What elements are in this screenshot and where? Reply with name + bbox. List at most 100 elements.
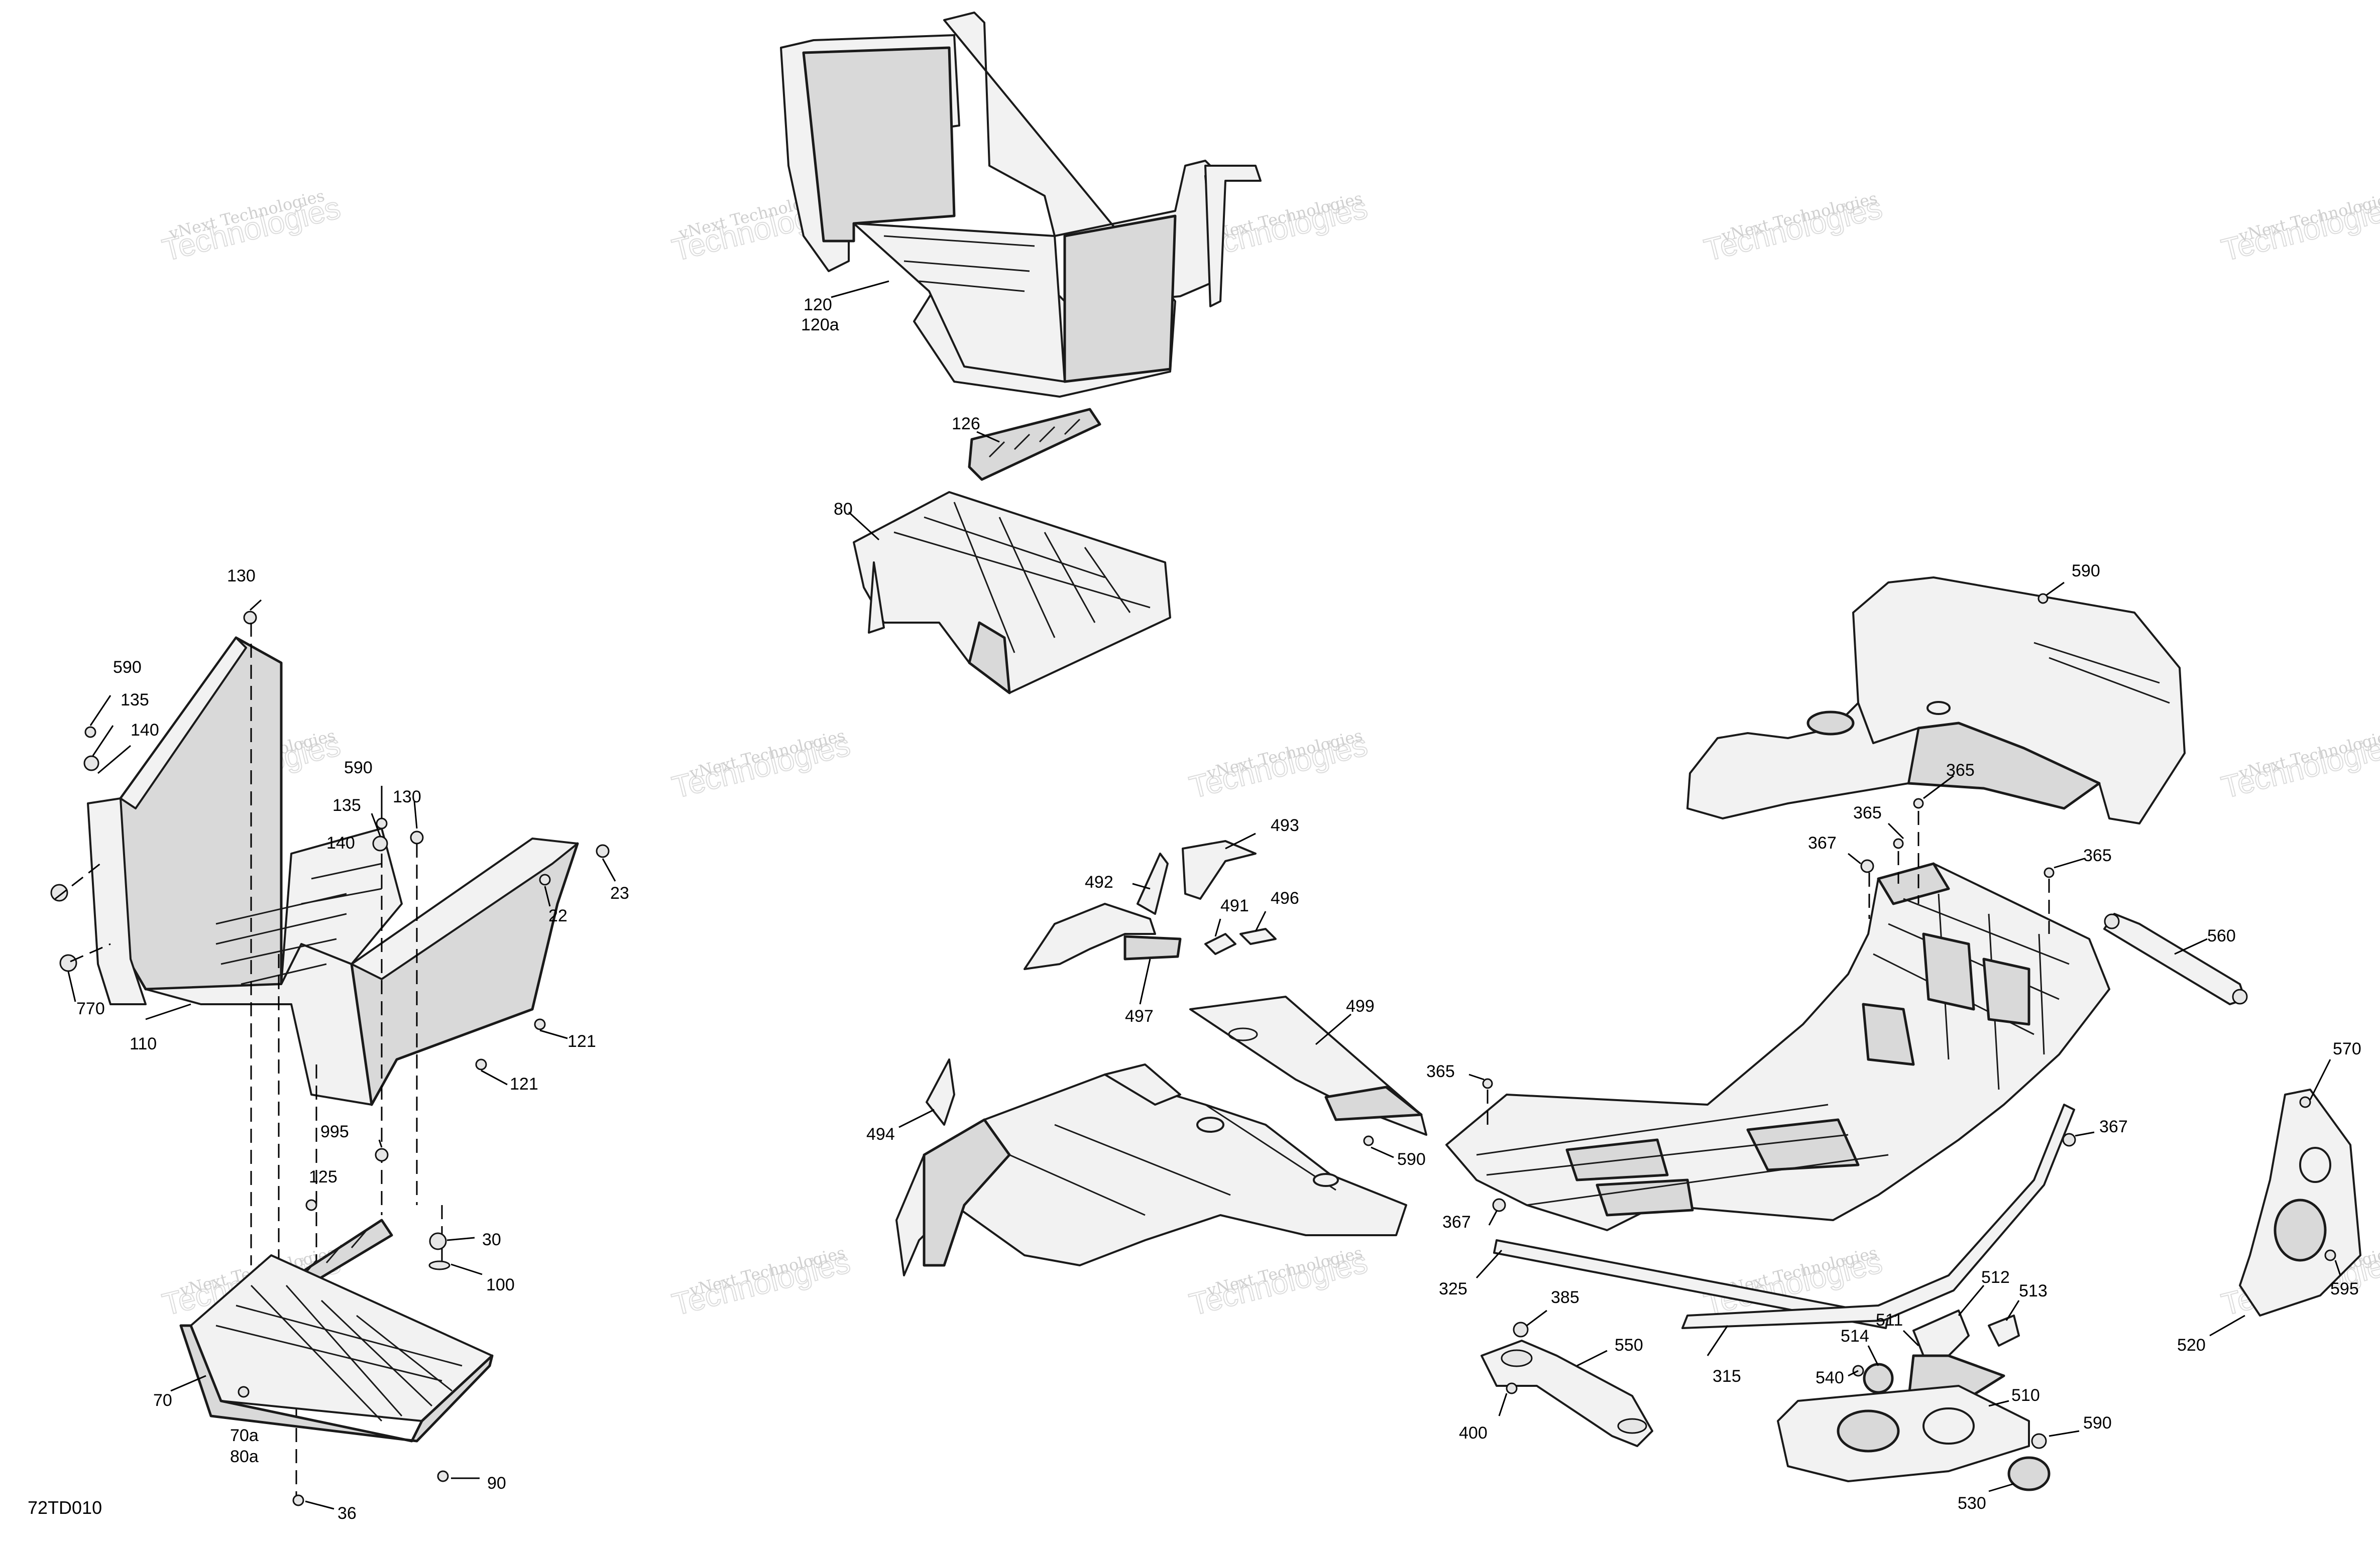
rack-fasteners bbox=[1482, 798, 2076, 1212]
callout-70: 70 bbox=[153, 1391, 172, 1410]
callout-367: 367 bbox=[1442, 1213, 1471, 1232]
callout-595: 595 bbox=[2330, 1279, 2359, 1298]
callout-590: 590 bbox=[2083, 1413, 2112, 1433]
callout-492: 492 bbox=[1085, 873, 1113, 892]
callout-560: 560 bbox=[2207, 926, 2236, 945]
part-497 bbox=[1123, 935, 1182, 961]
callout-23: 23 bbox=[610, 884, 629, 903]
callout-400: 400 bbox=[1459, 1423, 1488, 1443]
callout-365: 365 bbox=[1946, 761, 1975, 780]
callout-365: 365 bbox=[2083, 846, 2112, 865]
callout-22: 22 bbox=[548, 906, 568, 925]
callout-493: 493 bbox=[1271, 816, 1299, 835]
callout-530: 530 bbox=[1958, 1494, 1986, 1513]
callout-367: 367 bbox=[2099, 1117, 2128, 1136]
fasteners-70 bbox=[238, 1232, 450, 1506]
watermark: Technologies vNext Technologies bbox=[1186, 726, 1372, 805]
callout-512: 512 bbox=[1981, 1268, 2010, 1287]
part-120-footwell-body bbox=[780, 12, 1262, 398]
callout-110: 110 bbox=[130, 1034, 157, 1053]
callout-100: 100 bbox=[486, 1275, 515, 1294]
part-492-shield bbox=[1024, 903, 1156, 970]
watermark: Technologies vNext Technologies bbox=[2218, 726, 2380, 805]
diagram-id: 72TD010 bbox=[28, 1497, 102, 1518]
part-492 bbox=[1137, 853, 1169, 915]
callout-510: 510 bbox=[2011, 1386, 2040, 1405]
callout-120a: 120a bbox=[801, 315, 839, 334]
part-494 bbox=[926, 1058, 955, 1126]
deflector-parts-49x bbox=[1024, 840, 1277, 970]
callout-995: 995 bbox=[320, 1122, 349, 1141]
callout-497: 497 bbox=[1125, 1007, 1154, 1026]
fasteners-110 bbox=[50, 611, 610, 1071]
part-512 bbox=[1912, 1310, 1970, 1357]
callout-590: 590 bbox=[2072, 561, 2100, 580]
rear-fender-upper bbox=[1686, 576, 2186, 824]
callout-385: 385 bbox=[1551, 1288, 1579, 1307]
callout-315: 315 bbox=[1713, 1367, 1741, 1386]
part-530 bbox=[2007, 1456, 2051, 1491]
callout-770: 770 bbox=[76, 999, 105, 1018]
callout-130: 130 bbox=[227, 566, 256, 585]
callout-80a: 80a bbox=[230, 1447, 259, 1466]
part-110-footwell-assembly bbox=[87, 636, 579, 1106]
callout-365: 365 bbox=[1853, 803, 1882, 822]
callout-135: 135 bbox=[332, 796, 361, 815]
watermark: Technologies vNext Technologies bbox=[159, 186, 345, 268]
part-496 bbox=[1239, 928, 1277, 945]
callout-121: 121 bbox=[568, 1032, 596, 1051]
watermark: Technologies vNext Technologies bbox=[1701, 188, 1886, 268]
callout-90: 90 bbox=[487, 1474, 506, 1493]
part-514 bbox=[1863, 1363, 1894, 1394]
callout-590: 590 bbox=[1397, 1150, 1426, 1169]
callout-30: 30 bbox=[482, 1230, 501, 1249]
watermark: Technologies vNext Technologies bbox=[1186, 1243, 1372, 1323]
callout-130: 130 bbox=[393, 787, 421, 806]
part-499-plate bbox=[1189, 996, 1427, 1136]
callout-570: 570 bbox=[2333, 1039, 2361, 1058]
callout-140: 140 bbox=[131, 721, 159, 740]
callout-325: 325 bbox=[1439, 1279, 1467, 1298]
callout-126: 126 bbox=[952, 414, 980, 433]
part-70-footrest-tray bbox=[179, 1254, 494, 1443]
left-fender bbox=[895, 1058, 1407, 1276]
tail-light-assembly bbox=[1777, 1310, 2051, 1491]
part-126-insert bbox=[968, 408, 1101, 481]
callout-365: 365 bbox=[1426, 1062, 1455, 1081]
callout-590: 590 bbox=[113, 658, 142, 677]
callout-491: 491 bbox=[1220, 896, 1249, 915]
callout-513: 513 bbox=[2019, 1281, 2048, 1300]
watermark: Technologies vNext Technologies bbox=[668, 726, 854, 805]
callout-496: 496 bbox=[1271, 889, 1299, 908]
part-550-bracket bbox=[1481, 1322, 1653, 1447]
callout-367: 367 bbox=[1808, 834, 1837, 853]
part-513 bbox=[1988, 1315, 2020, 1347]
callout-494: 494 bbox=[866, 1125, 895, 1144]
part-493 bbox=[1182, 840, 1257, 900]
part-80-support-frame bbox=[853, 491, 1171, 694]
callout-511: 511 bbox=[1876, 1311, 1903, 1330]
watermark: Technologies vNext Technologies bbox=[2218, 188, 2380, 268]
callout-499: 499 bbox=[1346, 997, 1375, 1016]
callout-590: 590 bbox=[344, 758, 373, 777]
part-520-light-housing bbox=[2239, 1089, 2361, 1317]
callout-140: 140 bbox=[326, 834, 355, 853]
part-491 bbox=[1204, 933, 1236, 955]
part-510 bbox=[1777, 1385, 2030, 1482]
callout-121: 121 bbox=[510, 1075, 538, 1094]
callout-520: 520 bbox=[2177, 1336, 2206, 1355]
callout-550: 550 bbox=[1615, 1336, 1643, 1355]
callout-514: 514 bbox=[1841, 1327, 1869, 1346]
callout-80: 80 bbox=[834, 500, 853, 519]
callout-135: 135 bbox=[121, 690, 149, 709]
watermark: Technologies vNext Technologies bbox=[668, 1243, 854, 1323]
callout-125: 125 bbox=[309, 1167, 337, 1186]
callout-120: 120 bbox=[804, 295, 832, 314]
part-315-rail bbox=[1681, 1104, 2075, 1329]
callout-36: 36 bbox=[337, 1504, 357, 1523]
callout-70a: 70a bbox=[230, 1426, 259, 1445]
callout-540: 540 bbox=[1816, 1368, 1844, 1387]
part-560-rod bbox=[2103, 913, 2248, 1005]
rear-rack bbox=[1445, 862, 2110, 1231]
